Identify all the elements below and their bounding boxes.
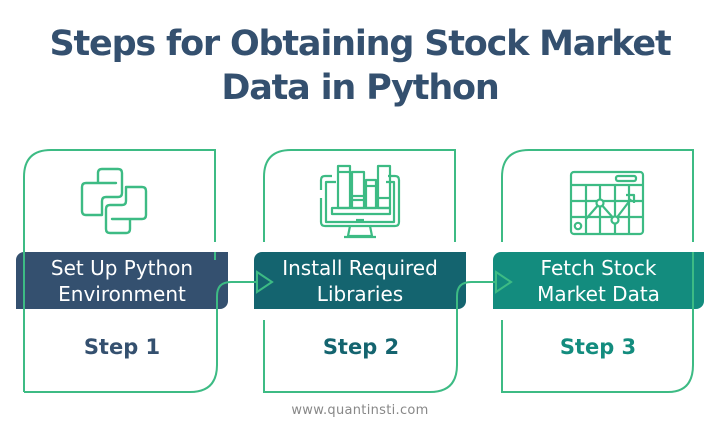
step-2-label: Step 2 <box>322 335 400 359</box>
step-2-banner-line-2: Libraries <box>316 281 404 306</box>
step-1-label: Step 1 <box>83 335 161 359</box>
footer-url: www.quantinsti.com <box>291 403 429 418</box>
title-line-2: Data in Python <box>221 68 499 108</box>
step-1-banner-line-1: Set Up Python <box>50 255 194 280</box>
step-2-banner-line-1: Install Required <box>282 255 438 280</box>
step-3-label: Step 3 <box>559 335 637 359</box>
library-books-monitor-icon <box>319 164 401 239</box>
step-3-banner-line-2: Market Data <box>537 281 660 306</box>
step-2-banner: Install Required Libraries <box>254 252 466 309</box>
diagram-title: Steps for Obtaining Stock Market Data in… <box>0 22 720 110</box>
step-3-banner: Fetch Stock Market Data <box>493 252 704 309</box>
step-3-banner-line-1: Fetch Stock <box>540 255 657 280</box>
step-1-banner-line-2: Environment <box>58 281 186 306</box>
step-1-banner: Set Up Python Environment <box>16 252 228 309</box>
title-line-1: Steps for Obtaining Stock Market <box>49 24 672 64</box>
stock-chart-icon <box>569 170 645 236</box>
python-logo-icon <box>80 167 148 235</box>
